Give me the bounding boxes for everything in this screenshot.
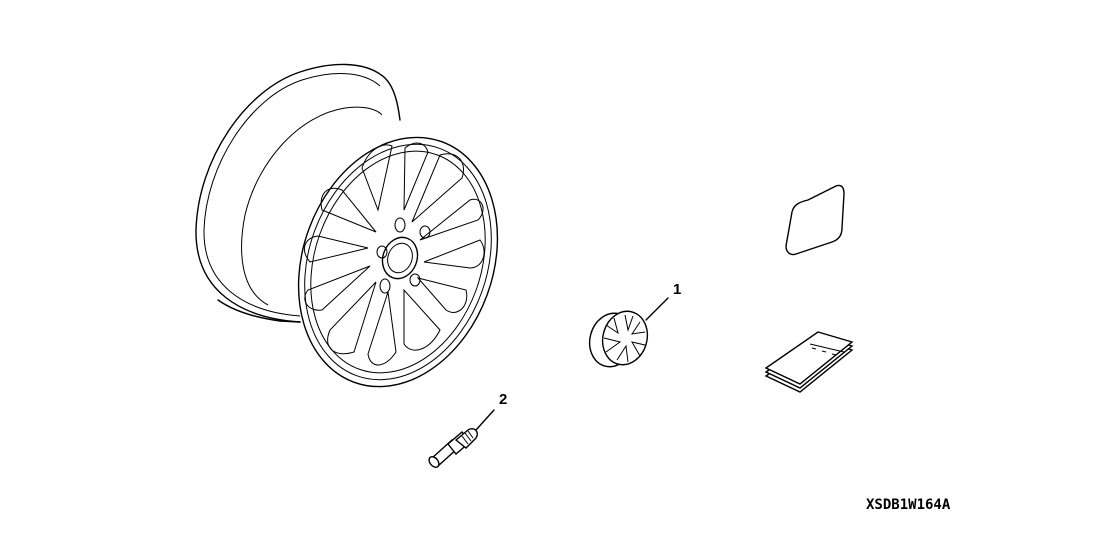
callout-2-label: 2 [499, 391, 508, 408]
center-cap-icon [588, 297, 669, 368]
diagram-id-code: XSDB1W164A [866, 497, 951, 513]
instruction-booklet-icon [764, 331, 854, 393]
valve-stem-icon [428, 409, 495, 468]
alloy-wheel-icon [195, 63, 499, 388]
label-sticker-icon [785, 184, 845, 256]
callout-1-label: 1 [673, 281, 682, 298]
